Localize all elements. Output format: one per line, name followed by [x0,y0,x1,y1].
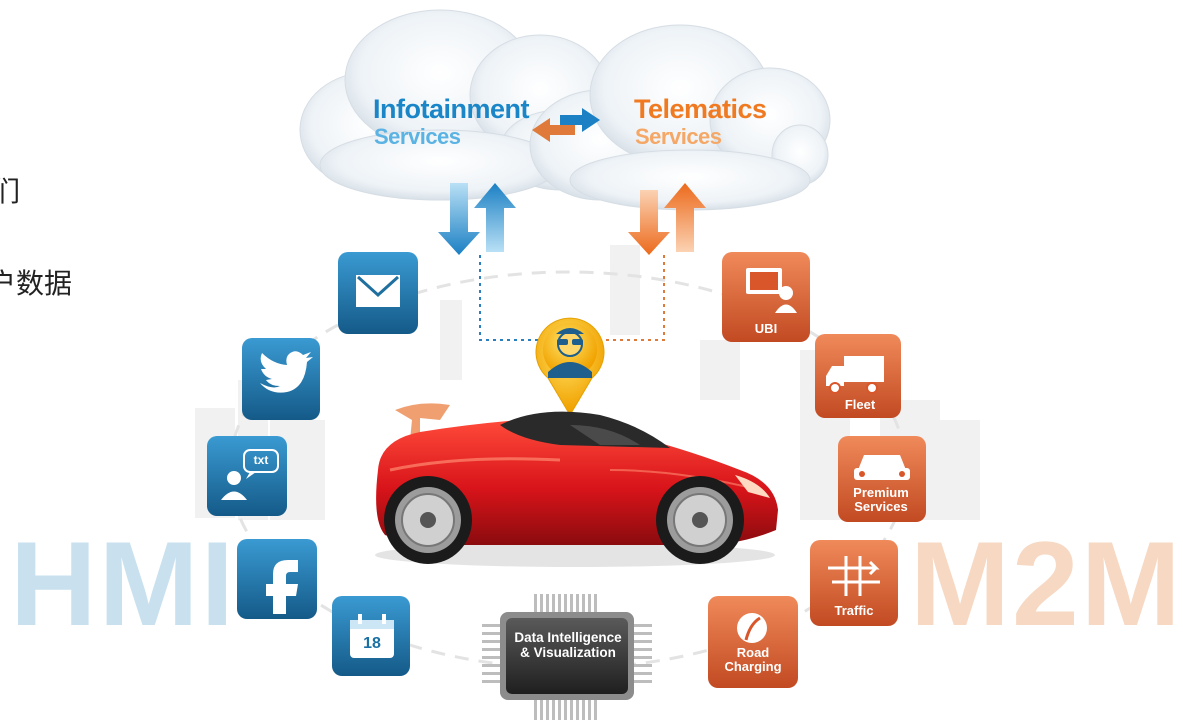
cloud-exchange-arrows-icon [532,108,600,142]
telematics-title: Telematics [634,94,767,124]
calendar-day-number: 18 [363,635,381,652]
driver-avatar-pin-icon [535,317,605,416]
traffic-label: Traffic [834,603,874,618]
ubi-label: UBI [754,321,778,336]
side-text-fragment-2: 户数据 [0,267,73,300]
infotainment-updown-arrows-icon [438,183,516,255]
twitter-icon [260,351,313,393]
truck-icon [826,356,884,394]
facebook-tile[interactable] [237,539,317,619]
fleet-tile[interactable] [815,334,901,418]
telematics-connector [600,255,665,341]
chip-label: Data Intelligence & Visualization [514,630,622,661]
car-front-icon [854,455,910,480]
premium-services-tile[interactable] [838,436,926,522]
envelope-icon [356,275,400,307]
side-text-fragment-1: 们 [0,175,21,208]
calendar-icon [350,614,394,658]
calendar-tile[interactable] [332,596,410,676]
infotainment-connector [479,255,540,341]
txt-bubble-label: txt [253,453,269,467]
connected-car-diagram [195,9,980,720]
road-charging-tile[interactable] [708,596,798,688]
traffic-tile[interactable] [810,540,898,626]
m2m-background-word: M2M [910,517,1183,651]
traffic-icon [828,556,880,596]
premium-services-label: Premium Services [853,485,909,514]
email-tile[interactable] [338,252,418,334]
telematics-subtitle: Services [635,124,722,149]
twitter-tile[interactable] [242,338,320,420]
txt-message-tile[interactable] [207,436,287,516]
data-chip [482,594,652,720]
road-charging-label: Road Charging [724,645,782,674]
ubi-icon [746,268,797,313]
facebook-icon [266,560,298,614]
telematics-updown-arrows-icon [628,183,706,255]
ubi-tile[interactable] [722,252,810,342]
txt-message-icon [221,449,279,500]
telematics-cloud [529,24,831,211]
fleet-label: Fleet [844,397,876,412]
infotainment-title: Infotainment [373,94,530,124]
infotainment-cloud [299,9,621,201]
road-charging-icon [737,613,767,643]
infotainment-subtitle: Services [374,124,461,149]
sports-car-image [375,403,778,567]
hmi-background-word: HMI [10,517,236,651]
